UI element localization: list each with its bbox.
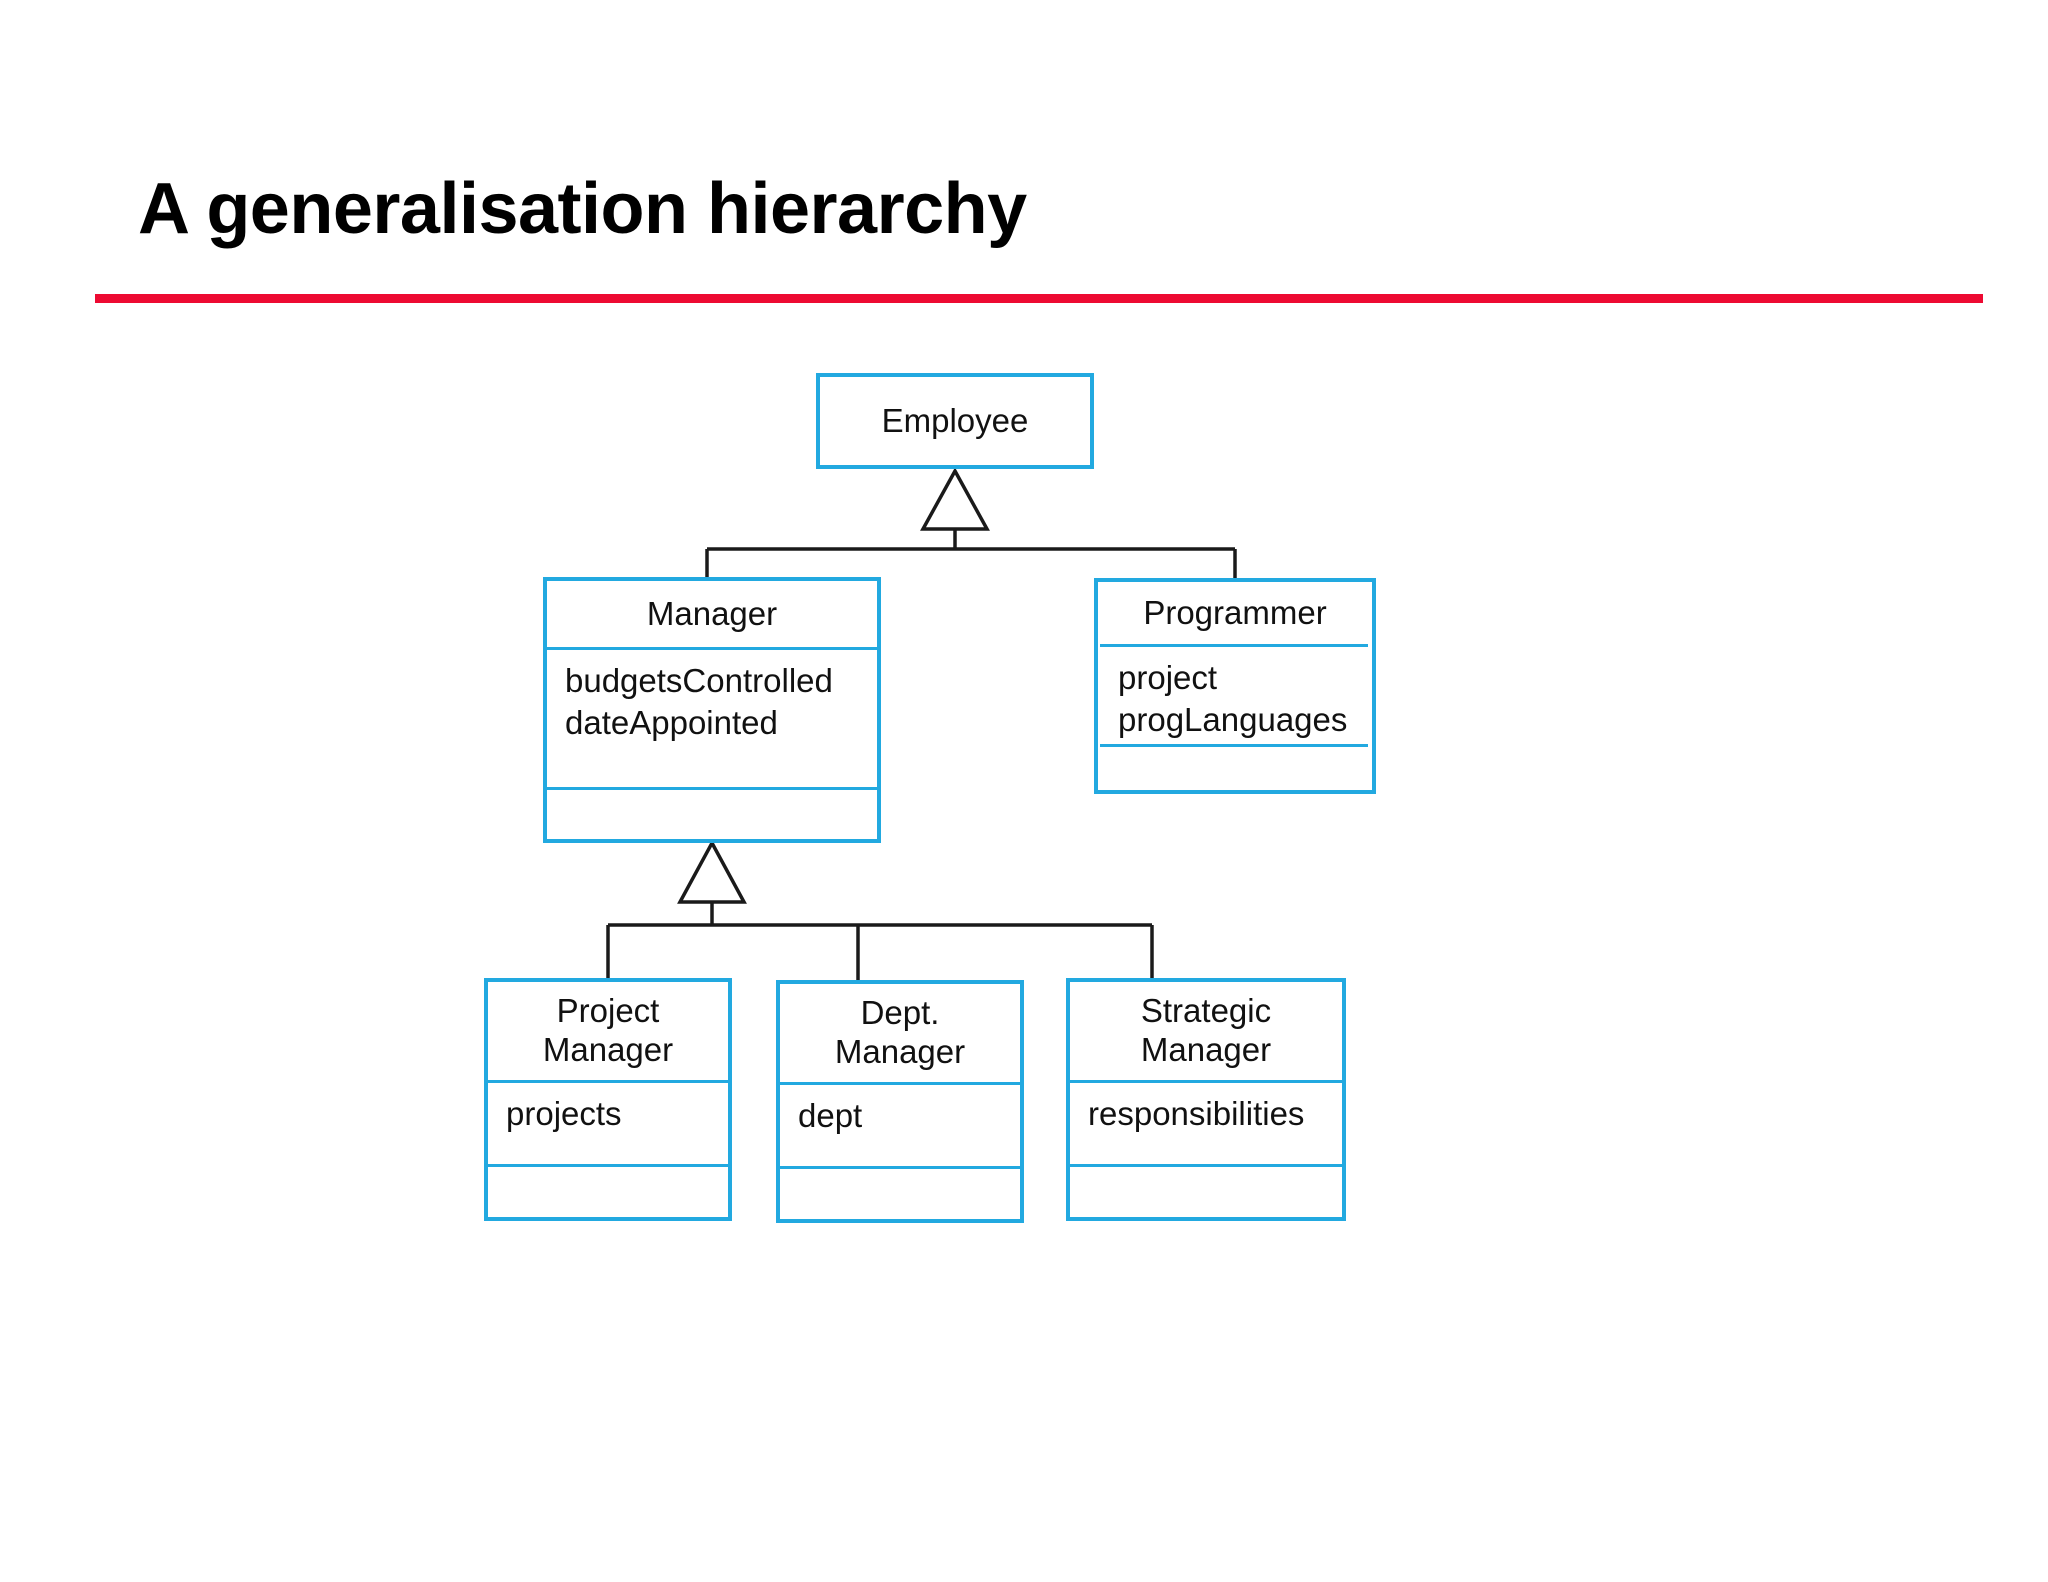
uml-class-attributes-project-manager: projects [488,1080,728,1164]
uml-class-attributes-programmer: project progLanguages [1100,644,1368,744]
page-title: A generalisation hierarchy [138,169,1027,249]
uml-class-name-manager: Manager [646,594,778,632]
uml-class-operations-programmer [1100,744,1368,790]
uml-class-dept-manager[interactable]: Dept. Manager dept [776,980,1024,1223]
uml-class-name-dept-manager: Dept. Manager [834,994,966,1070]
title-divider-rule [95,294,1983,303]
uml-class-name-project-manager: Project Manager [542,992,674,1068]
generalisation-triangle-manager [677,839,747,904]
uml-class-operations-dept-manager [780,1166,1020,1219]
uml-class-manager[interactable]: Manager budgetsControlled dateAppointed [543,577,881,843]
uml-class-operations-manager [547,787,877,839]
generalisation-triangle-employee [920,467,990,531]
uml-class-name-employee: Employee [881,401,1029,439]
uml-class-operations-project-manager [488,1164,728,1217]
uml-class-operations-strategic-manager [1070,1164,1342,1217]
uml-class-programmer[interactable]: Programmer project progLanguages [1094,578,1376,794]
uml-class-strategic-manager[interactable]: Strategic Manager responsibilities [1066,978,1346,1221]
uml-class-name-programmer: Programmer [1143,593,1327,631]
uml-class-attributes-strategic-manager: responsibilities [1070,1080,1342,1164]
uml-class-attributes-manager: budgetsControlled dateAppointed [547,647,877,787]
uml-class-name-strategic-manager: Strategic Manager [1140,992,1272,1068]
uml-class-project-manager[interactable]: Project Manager projects [484,978,732,1221]
uml-class-employee[interactable]: Employee [816,373,1094,469]
uml-class-attributes-dept-manager: dept [780,1082,1020,1166]
